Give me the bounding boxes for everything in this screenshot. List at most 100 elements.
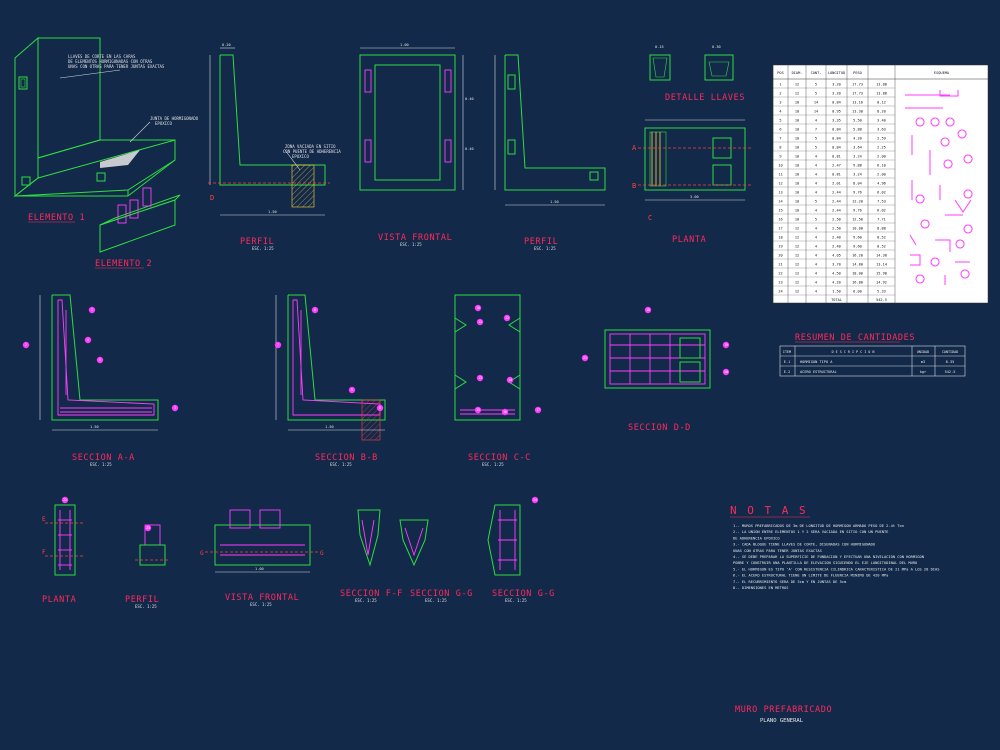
rebar-tag-label: 10 (476, 306, 480, 310)
rebar-cell: 5 (815, 136, 817, 140)
title-vista-frontal-1: VISTA FRONTAL (378, 233, 452, 243)
resumen-header: CANTIDAD (942, 350, 958, 354)
title-seccion-gg: SECCION G-G (410, 589, 473, 599)
dim-vf1-r2: 0.40 (465, 147, 474, 151)
rebar-cell: 10 (795, 127, 799, 131)
rebar-cell: 12 (795, 91, 799, 95)
rebar-cell: 10 (795, 172, 799, 176)
rebar-tag-label: 17 (536, 408, 540, 412)
rebar-cell: 2.44 (832, 199, 841, 203)
rebar-tag-label: 15 (476, 408, 480, 412)
rebar-cell: 3.24 (853, 172, 862, 176)
rebar-cell: 15.98 (876, 271, 887, 275)
rebar-cell: 10 (795, 145, 799, 149)
rebar-cell: 7 (779, 136, 781, 140)
title-notas: N O T A S (730, 504, 808, 517)
rebar-cell: 4 (815, 280, 817, 284)
rebar-tag-label: 1 (91, 308, 93, 312)
rebar-cell: 20 (778, 253, 782, 257)
rebar-cell: 12 (795, 271, 799, 275)
rebar-header: PESO (853, 71, 862, 75)
title-elemento-2: ELEMENTO 2 (95, 259, 152, 269)
rebar-cell: 3.35 (832, 118, 841, 122)
rebar-cell: 0.95 (832, 109, 841, 113)
rebar-scheme-sketch (935, 239, 951, 252)
rebar-cell: 5 (815, 145, 817, 149)
rebar-tag (376, 404, 384, 412)
perfil-2: 1.50 PERFIL ESC. 1:25 (494, 54, 606, 251)
rebar-cell: 22 (778, 271, 782, 275)
perfil-1: 0.20 1.50 D ZONA VACIADA EN SITIO CON PU… (208, 43, 341, 251)
rebar-cell: 8.12 (877, 100, 886, 104)
rebar-cell: 4 (815, 226, 817, 230)
rebar-cell: 3.40 (877, 118, 886, 122)
rebar-scheme-sketch (960, 269, 970, 279)
rebar-cell: 7 (815, 127, 817, 131)
rebar-scheme-sketch (939, 90, 959, 97)
rebar-cell: 5 (779, 118, 781, 122)
rebar-tag-label: 20 (724, 370, 728, 374)
mark-e-planta2: E (42, 516, 46, 523)
rebar-tag-label: 21 (583, 356, 587, 360)
resumen-header: D E S C R I P C I O N (832, 350, 875, 354)
seccion-a-a: 1.50 SECCION A-A ESC. 1:25 (39, 294, 159, 467)
planta-1: A B C 3.00 PLANTA (632, 119, 752, 245)
title-resumen: RESUMEN DE CANTIDADES (795, 333, 915, 343)
mark-g-right: G (320, 550, 324, 557)
rebar-scheme-sketch (915, 194, 925, 204)
rebar-cell: 4.20 (853, 136, 862, 140)
note-llaves-1: LLAVES DE CORTE EN LAS CARAS (68, 54, 136, 59)
title-seccion-bb: SECCION B-B (315, 453, 378, 463)
dim-perfil1-base: 1.50 (268, 210, 277, 214)
title-planta-2: PLANTA (42, 595, 76, 605)
rebar-cell: 3.63 (877, 127, 886, 131)
rebar-tag-label: 12 (505, 316, 509, 320)
rebar-cell: 10 (795, 109, 799, 113)
note-line: DE ADHERENCIA EPOXICO (733, 536, 780, 540)
rebar-cell: 6.00 (853, 289, 862, 293)
rebar-cell: 6.10 (877, 163, 886, 167)
rebar-tag (581, 354, 589, 362)
rebar-tag-label: 23 (146, 526, 150, 530)
rebar-cell: 8 (779, 145, 781, 149)
rebar-cell: 4.96 (877, 181, 886, 185)
rebar-cell: 10 (795, 217, 799, 221)
rebar-tag-label: 19 (724, 343, 728, 347)
rebar-cell: 9.76 (853, 190, 862, 194)
resumen-cell: kgr (920, 370, 927, 374)
rebar-tag (144, 524, 152, 532)
rebar-cell: 5 (815, 82, 817, 86)
rebar-cell: 9.76 (853, 208, 862, 212)
rebar-scheme-sketch (930, 117, 940, 127)
rebar-cell: 2.40 (832, 235, 841, 239)
seccion-b-b: 1.50 SECCION B-B ESC. 1:25 (275, 294, 386, 467)
rebar-total-label: TOTAL (831, 298, 842, 302)
rebar-cell: 2.50 (832, 226, 841, 230)
rebar-tag (84, 336, 92, 344)
resumen-cell: HORMIGON TIPO A (800, 360, 833, 364)
dim-bb-base: 1.50 (325, 425, 334, 429)
rebar-cell: 5.33 (877, 289, 886, 293)
title-block: MURO PREFABRICADO PLANO GENERAL (735, 705, 832, 724)
rebar-cell: 23 (778, 280, 782, 284)
dim-vf2-base: 1.00 (255, 567, 264, 571)
vista-frontal-2: G G 1.00 VISTA FRONTAL ESC. 1:25 (200, 509, 324, 607)
rebar-tag-label: 14 (508, 378, 512, 382)
rebar-cell: 14 (814, 109, 818, 113)
rebar-cell: 24 (778, 289, 782, 293)
rebar-cell: 8.88 (877, 226, 886, 230)
rebar-scheme-sketch (940, 137, 950, 147)
rebar-cell: 17 (778, 226, 782, 230)
rebar-cell: 5 (815, 91, 817, 95)
rebar-cell: 12 (795, 253, 799, 257)
rebar-header: CANT. (811, 71, 822, 75)
rebar-scheme-sketch (963, 189, 973, 199)
resumen-cell: m3 (921, 360, 925, 364)
detalle-llaves: 0.15 0.30 DETALLE LLAVES (649, 45, 744, 103)
rebar-cell: 19 (778, 244, 782, 248)
rebar-header: POS (777, 71, 784, 75)
dim-llave-2: 0.30 (712, 45, 721, 49)
rebar-cell: 2.00 (877, 172, 886, 176)
rebar-cell: 12 (778, 181, 782, 185)
rebar-tag (531, 496, 539, 504)
